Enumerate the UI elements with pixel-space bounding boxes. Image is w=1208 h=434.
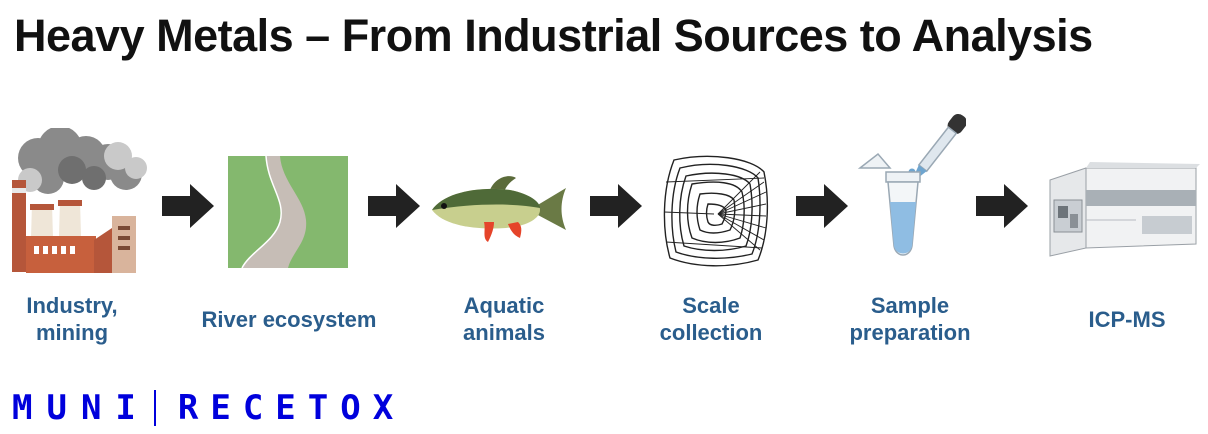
fish-icon — [432, 176, 566, 242]
arrow-right-icon — [590, 184, 642, 228]
arrow-right-icon — [368, 184, 420, 228]
logo-separator — [153, 390, 156, 426]
arrow-right-icon — [162, 184, 214, 228]
step-label-industry: Industry,mining — [26, 293, 118, 345]
tube-pipette-icon — [857, 113, 966, 256]
logo-muni-text: MUNI — [12, 388, 150, 428]
icp-ms-instrument-icon — [1049, 162, 1200, 257]
fish-scale-icon — [663, 155, 769, 267]
page-title: Heavy Metals – From Industrial Sources t… — [14, 10, 1093, 61]
arrow-right-icon — [796, 184, 848, 228]
factory-icon — [12, 128, 147, 273]
logo-recetox-text: RECETOX — [177, 388, 406, 428]
muni-recetox-logo: MUNI RECETOX — [12, 388, 405, 428]
step-label-river: River ecosystem — [201, 307, 377, 332]
arrow-right-icon — [976, 184, 1028, 228]
step-label-icpms: ICP-MS — [1088, 307, 1166, 332]
river-icon — [228, 156, 348, 268]
